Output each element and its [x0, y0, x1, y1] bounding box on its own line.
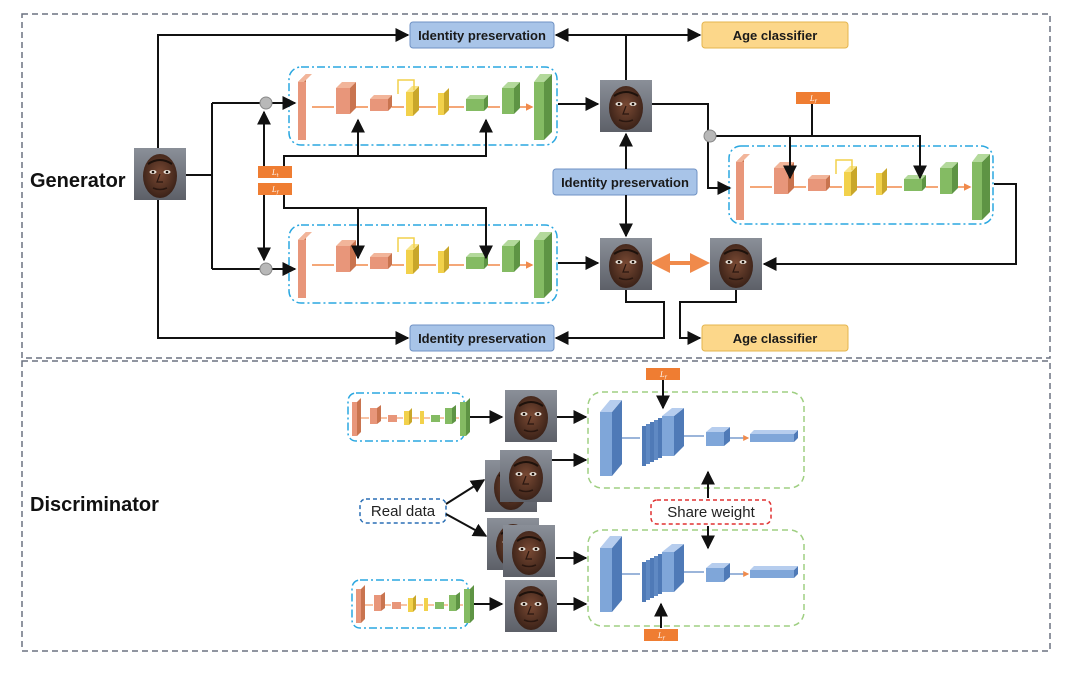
- disc-small-net-top: [351, 397, 471, 437]
- age-box-bottom: [701, 324, 849, 352]
- right-network: [736, 154, 990, 220]
- disc-face-real-4: [502, 524, 556, 578]
- generator-frame: [21, 13, 1051, 359]
- svg-text:Identity preservation: Identity preservation: [418, 28, 546, 43]
- label-subscript: f: [276, 190, 280, 196]
- disc-face-generated-bottom: [504, 579, 558, 633]
- label-subscript: f: [662, 636, 666, 642]
- svg-text:Identity preservation: Identity preservation: [418, 331, 546, 346]
- discriminator-label: Discriminator: [30, 494, 159, 516]
- bottom-network: [298, 232, 552, 298]
- generator-connectors: [157, 28, 1017, 345]
- svg-text:Lt: Lt: [271, 169, 280, 179]
- bottom-output-face: [599, 237, 653, 291]
- label-subscript: f: [664, 375, 668, 381]
- label-subscript: f: [814, 99, 818, 105]
- input-face: [133, 147, 187, 201]
- share-weight-box: [650, 499, 772, 525]
- svg-text:Lf: Lf: [271, 186, 280, 196]
- split-node-right: [703, 129, 717, 143]
- svg-text:Age classifier: Age classifier: [733, 28, 818, 43]
- disc-label-bottom-tag: [644, 629, 678, 641]
- top-output-face: [599, 79, 653, 133]
- disc-cnn-top: [600, 400, 798, 476]
- identity-box-top: [409, 21, 555, 49]
- right-network-frame: [728, 145, 994, 225]
- age-box-top: [701, 21, 849, 49]
- generator-label: Generator: [30, 170, 126, 192]
- discriminator-frame: [21, 360, 1051, 652]
- disc-face-real-2: [499, 449, 553, 503]
- svg-text:Identity preservation: Identity preservation: [561, 175, 689, 190]
- identity-box-bottom: [409, 324, 555, 352]
- svg-text:Lf: Lf: [657, 632, 666, 642]
- disc-cnn-top-frame: [587, 391, 805, 489]
- label-f-tag: [258, 183, 292, 195]
- label-f-right-tag: [796, 92, 830, 104]
- svg-text:Lf: Lf: [659, 371, 668, 381]
- svg-text:Share weight: Share weight: [667, 504, 755, 521]
- disc-face-generated-top: [504, 389, 558, 443]
- real-data-box: [359, 498, 447, 524]
- disc-small-net-bottom: [355, 584, 475, 624]
- top-network: [298, 74, 552, 140]
- discriminator-connectors: [445, 380, 715, 628]
- svg-text:Lf: Lf: [809, 95, 818, 105]
- right-output-face: [709, 237, 763, 291]
- svg-text:Real data: Real data: [371, 503, 436, 520]
- label-subscript: t: [277, 173, 280, 179]
- disc-label-top-tag: [646, 368, 680, 380]
- label-t-tag: [258, 166, 292, 178]
- split-node-bottom: [259, 262, 273, 276]
- disc-cnn-bottom: [600, 536, 798, 612]
- split-node-top: [259, 96, 273, 110]
- disc-cnn-bottom-frame: [587, 529, 805, 627]
- svg-text:Age classifier: Age classifier: [733, 331, 818, 346]
